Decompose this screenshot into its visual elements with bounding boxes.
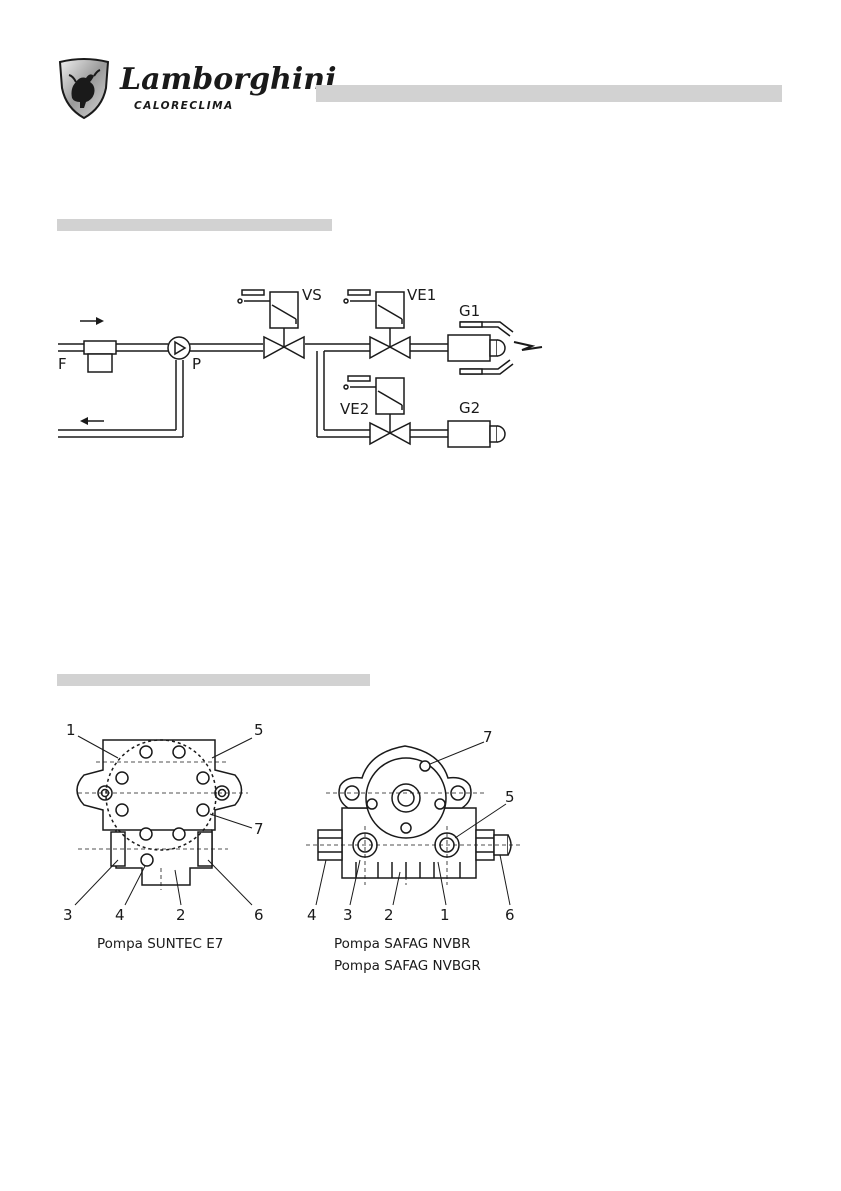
safag-label-7: 7 bbox=[483, 728, 493, 746]
safag-label-5: 5 bbox=[505, 788, 515, 806]
caption-safag-nvbgr: Pompa SAFAG NVBGR bbox=[334, 958, 481, 974]
pump-safag-drawing: 7 5 4 3 2 1 6 bbox=[0, 0, 841, 960]
safag-label-3: 3 bbox=[343, 906, 353, 924]
safag-label-4: 4 bbox=[307, 906, 317, 924]
safag-label-2: 2 bbox=[384, 906, 394, 924]
safag-label-6: 6 bbox=[505, 906, 515, 924]
safag-label-1: 1 bbox=[440, 906, 450, 924]
caption-safag-nvbr: Pompa SAFAG NVBR bbox=[334, 936, 471, 952]
